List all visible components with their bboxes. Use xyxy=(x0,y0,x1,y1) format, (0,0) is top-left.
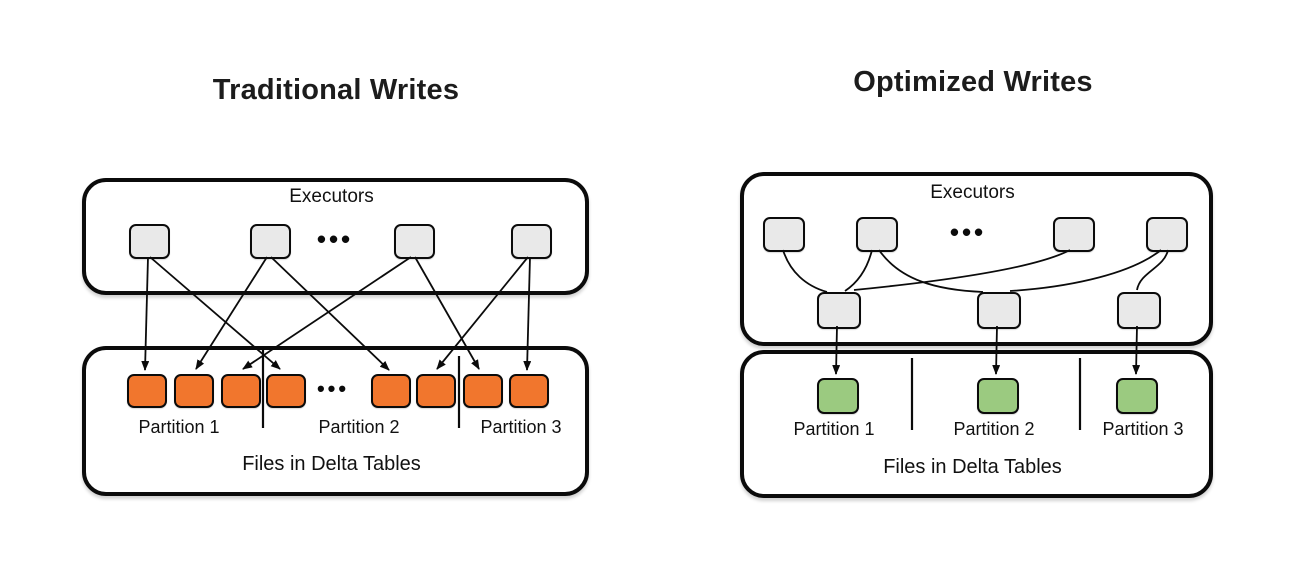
right-executors-box xyxy=(740,172,1213,346)
file-block xyxy=(977,378,1019,414)
executor-node xyxy=(394,224,435,259)
partition-label: Partition 2 xyxy=(953,419,1035,439)
right-files-label: Files in Delta Tables xyxy=(883,456,1062,478)
right-title: Optimized Writes xyxy=(853,66,1093,98)
executor-node xyxy=(1146,217,1188,252)
right-files-box xyxy=(740,350,1213,498)
file-block xyxy=(371,374,411,408)
executor-node xyxy=(1053,217,1095,252)
partition-label: Partition 1 xyxy=(793,419,875,439)
file-block xyxy=(221,374,261,408)
partition-label: Partition 3 xyxy=(1102,419,1184,439)
left-executors-label: Executors xyxy=(289,186,374,207)
executor-node xyxy=(250,224,291,259)
file-block xyxy=(817,378,859,414)
file-block xyxy=(416,374,456,408)
partition-label: Partition 2 xyxy=(318,417,400,437)
files-ellipsis: ••• xyxy=(316,376,350,401)
file-block xyxy=(127,374,167,408)
file-block xyxy=(463,374,503,408)
partition-label: Partition 3 xyxy=(480,417,562,437)
left-title: Traditional Writes xyxy=(212,74,460,106)
executor-node xyxy=(511,224,552,259)
executors-ellipsis: ••• xyxy=(316,224,354,254)
right-executors-label: Executors xyxy=(930,182,1015,203)
shuffle-node xyxy=(817,292,861,329)
left-files-label: Files in Delta Tables xyxy=(242,453,421,475)
file-block xyxy=(509,374,549,408)
file-block xyxy=(266,374,306,408)
shuffle-node xyxy=(1117,292,1161,329)
executor-node xyxy=(129,224,170,259)
partition-label: Partition 1 xyxy=(138,417,220,437)
file-block xyxy=(1116,378,1158,414)
shuffle-node xyxy=(977,292,1021,329)
file-block xyxy=(174,374,214,408)
executor-node xyxy=(763,217,805,252)
executors-ellipsis: ••• xyxy=(949,217,987,247)
executor-node xyxy=(856,217,898,252)
